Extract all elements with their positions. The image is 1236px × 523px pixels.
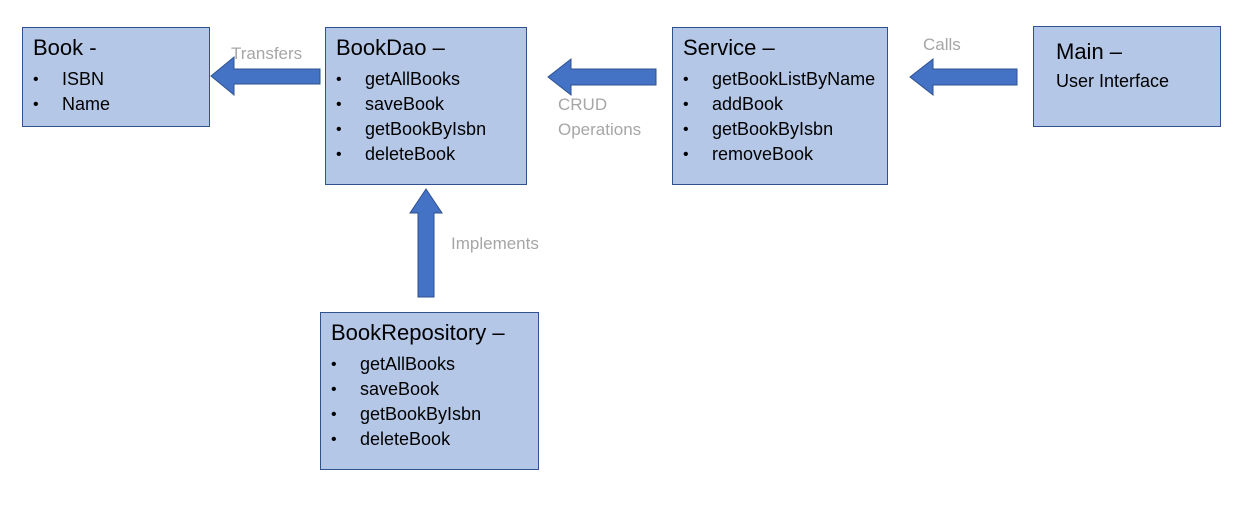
list-item-label: getBookByIsbn xyxy=(365,119,487,139)
list-item-label: deleteBook xyxy=(360,429,451,449)
list-item: •getBookListByName xyxy=(683,69,876,89)
list-item: •deleteBook xyxy=(336,144,456,164)
list-item-label: getAllBooks xyxy=(360,354,456,374)
list-item-label: deleteBook xyxy=(365,144,456,164)
list-item: •getAllBooks xyxy=(331,354,456,374)
list-item: •addBook xyxy=(683,94,784,114)
list-item: •ISBN xyxy=(33,69,105,89)
list-item-label: addBook xyxy=(712,94,784,114)
main-title: Main – xyxy=(1056,39,1123,64)
service-methods: •getBookListByName •addBook •getBookByIs… xyxy=(683,67,875,167)
list-item: •saveBook xyxy=(336,94,445,114)
edge-label-implements: Implements xyxy=(451,234,539,253)
list-item-label: Name xyxy=(62,94,111,114)
list-item-label: saveBook xyxy=(360,379,440,399)
book-fields: •ISBN •Name xyxy=(33,67,110,117)
book-title: Book - xyxy=(33,35,97,60)
bookrepository-methods: •getAllBooks •saveBook •getBookByIsbn •d… xyxy=(331,352,481,452)
list-item-label: ISBN xyxy=(62,69,105,89)
list-item: •getBookByIsbn xyxy=(683,119,834,139)
list-item: •getBookByIsbn xyxy=(331,404,482,424)
list-item-label: getBookByIsbn xyxy=(712,119,834,139)
list-item: •removeBook xyxy=(683,144,814,164)
arrow-transfers xyxy=(210,55,321,97)
bookdao-methods: •getAllBooks •saveBook •getBookByIsbn •d… xyxy=(336,67,486,167)
list-item-label: getBookByIsbn xyxy=(360,404,482,424)
edge-label-crud-line2: Operations xyxy=(558,120,642,139)
list-item-label: saveBook xyxy=(365,94,445,114)
bookrepository-title: BookRepository – xyxy=(331,320,505,345)
service-title: Service – xyxy=(683,35,775,60)
list-item-label: getAllBooks xyxy=(365,69,461,89)
list-item: •getBookByIsbn xyxy=(336,119,487,139)
service-node: Service – •getBookListByName •addBook •g… xyxy=(672,27,888,185)
list-item-label: getBookListByName xyxy=(712,69,876,89)
bookdao-node: BookDao – •getAllBooks •saveBook •getBoo… xyxy=(325,27,527,185)
list-item-label: removeBook xyxy=(712,144,814,164)
book-node: Book - •ISBN •Name xyxy=(22,27,210,127)
bookrepository-node: BookRepository – •getAllBooks •saveBook … xyxy=(320,312,539,470)
list-item: •Name xyxy=(33,94,111,114)
main-node: Main – User Interface xyxy=(1033,26,1221,127)
arrow-crud-operations xyxy=(547,57,657,97)
list-item: •getAllBooks xyxy=(336,69,461,89)
list-item: •deleteBook xyxy=(331,429,451,449)
edge-label-crud-line1: CRUD xyxy=(558,95,608,114)
bookdao-title: BookDao – xyxy=(336,35,445,60)
list-item: •saveBook xyxy=(331,379,440,399)
edge-label-calls: Calls xyxy=(923,35,961,54)
edge-label-transfers: Transfers xyxy=(231,44,303,63)
main-subtitle: User Interface xyxy=(1056,71,1170,91)
arrow-calls xyxy=(909,57,1018,97)
arrow-implements xyxy=(409,188,443,298)
